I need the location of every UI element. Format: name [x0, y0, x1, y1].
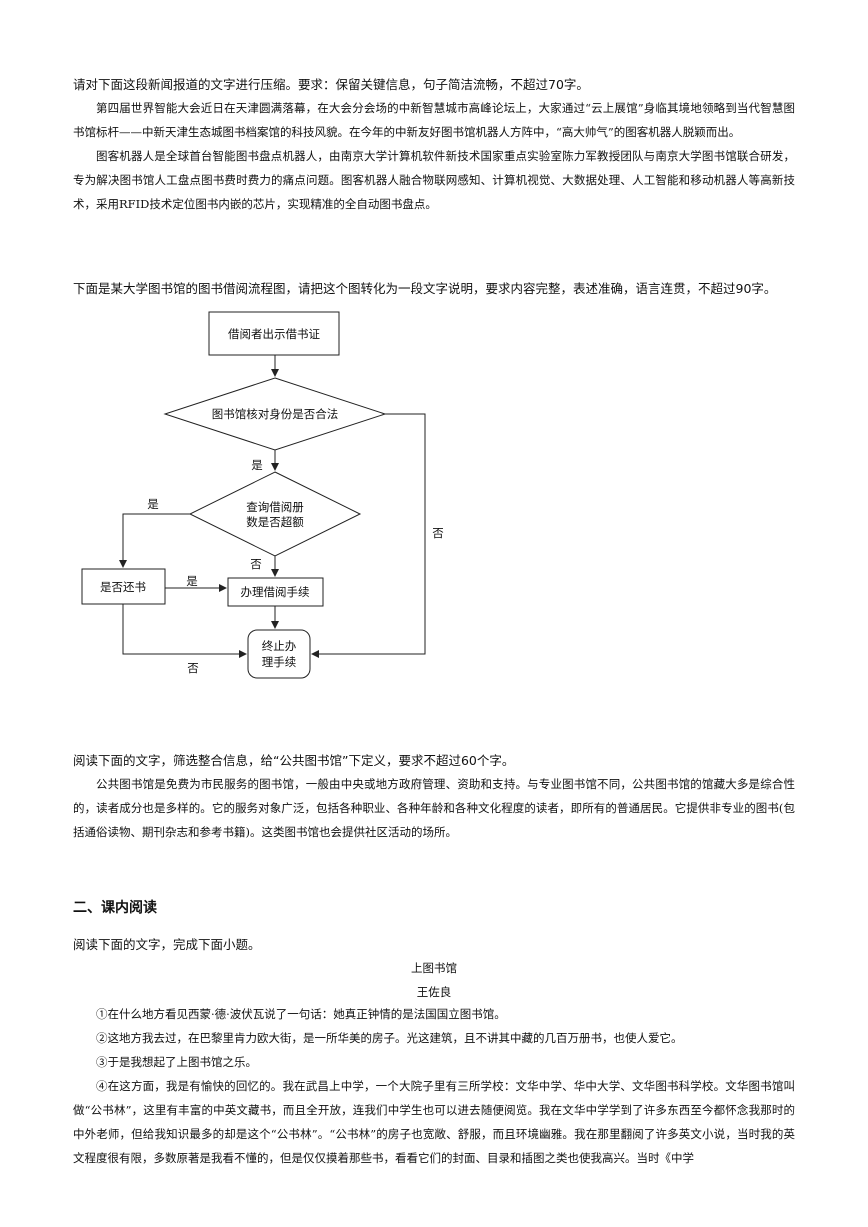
flow-no-label: 否	[250, 557, 262, 571]
question-1-paragraph-2: 图客机器人是全球首台智能图书盘点机器人，由南京大学计算机软件新技术国家重点实验室…	[73, 149, 795, 211]
flow-check-limit-label-2: 数是否超额	[246, 515, 304, 529]
section-2-heading: 二、课内阅读	[73, 900, 157, 916]
flow-end-label-1: 终止办	[262, 639, 297, 653]
question-3-prompt: 阅读下面的文字，筛选整合信息，给“公共图书馆”下定义，要求不超过60个字。	[73, 753, 515, 768]
flow-end-box	[247, 629, 311, 679]
borrowing-flowchart: 借阅者出示借书证 图书馆核对身份是否合法 是 查询借阅册 数是否超额 是 否 否…	[81, 311, 444, 679]
flow-process-box	[227, 577, 324, 607]
flow-start-box	[208, 311, 340, 356]
flow-check-id-label: 图书馆核对身份是否合法	[212, 407, 339, 421]
article-title: 上图书馆	[411, 961, 457, 975]
article-author: 王佐良	[416, 985, 452, 999]
article-paragraph-1: ①在什么地方看见西蒙·德·波伏瓦说了一句话：她真正钟情的是法国国立图书馆。	[96, 1007, 506, 1021]
question-1-paragraph-1: 第四届世界智能大会近日在天津圆满落幕，在大会分会场的中新智慧城市高峰论坛上，大家…	[73, 101, 795, 139]
section-2-prompt: 阅读下面的文字，完成下面小题。	[73, 937, 261, 952]
flow-no-label: 否	[432, 526, 444, 540]
flow-returned-label: 是否还书	[100, 580, 146, 594]
question-3-paragraph: 公共图书馆是免费为市民服务的图书馆，一般由中央或地方政府管理、资助和支持。与专业…	[73, 777, 795, 839]
flow-yes-label: 是	[186, 574, 198, 588]
flow-end-label-2: 理手续	[262, 655, 297, 669]
flow-process-label: 办理借阅手续	[241, 585, 310, 599]
article-paragraph-2: ②这地方我去过，在巴黎里肯力欧大街，是一所华美的房子。光这建筑，且不讲其中藏的几…	[96, 1031, 683, 1045]
flow-start-label: 借阅者出示借书证	[228, 327, 320, 341]
flow-yes-label: 是	[251, 458, 263, 472]
flow-yes-label: 是	[147, 497, 159, 511]
question-2-prompt: 下面是某大学图书馆的图书借阅流程图，请把这个图转化为一段文字说明，要求内容完整，…	[73, 281, 777, 296]
flow-check-limit-label-1: 查询借阅册	[246, 500, 304, 514]
flow-returned-box	[81, 568, 166, 605]
question-1-prompt: 请对下面这段新闻报道的文字进行压缩。要求：保留关键信息，句子简洁流畅，不超过70…	[73, 77, 589, 92]
article-paragraph-3: ③于是我想起了上图书馆之乐。	[96, 1055, 257, 1069]
flow-check-limit-diamond	[188, 471, 362, 557]
article-paragraph-4: ④在这方面，我是有愉快的回忆的。我在武昌上中学，一个大院子里有三所学校：文华中学…	[73, 1079, 795, 1165]
flow-no-label: 否	[187, 661, 199, 675]
